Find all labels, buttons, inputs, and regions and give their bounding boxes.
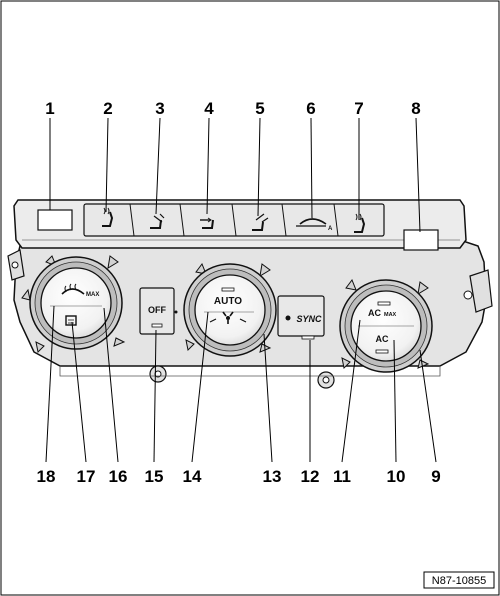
- leader-lines: [45, 117, 437, 463]
- seat-heat-left-icon: [102, 207, 114, 227]
- callout-16: 16: [109, 467, 128, 486]
- callout-17: 17: [77, 467, 96, 486]
- callout-numbers: 1 2 3 4 5 6 7 8 9 10 11 12 13 14 15 16 1…: [37, 99, 441, 486]
- callout-13: 13: [263, 467, 282, 486]
- defrost-max-label: MAX: [86, 292, 99, 298]
- reference-tag: N87-10855: [423, 571, 495, 589]
- air-to-windshield-icon: [252, 213, 269, 231]
- callout-12: 12: [301, 467, 320, 486]
- ac-label: AC: [376, 334, 389, 344]
- callout-11: 11: [333, 467, 351, 486]
- top-button-strip: A: [13, 199, 467, 251]
- callout-1: 1: [45, 99, 54, 118]
- callout-10: 10: [387, 467, 406, 486]
- seat-heating-right-display: [403, 229, 439, 251]
- seat-heating-left-display: [37, 209, 73, 231]
- ac-max-label: AC: [368, 308, 381, 318]
- right-temperature-knob: AC MAX AC: [339, 278, 433, 373]
- seat-heat-right-icon: [354, 213, 366, 233]
- callout-4: 4: [204, 99, 214, 118]
- callout-2: 2: [103, 99, 112, 118]
- sync-indicator-led: [301, 335, 315, 340]
- auto-label: AUTO: [214, 296, 242, 307]
- rear-defrost-icon: [65, 315, 77, 326]
- center-button-row: [83, 203, 385, 237]
- callout-3: 3: [155, 99, 164, 118]
- off-indicator-led: [151, 323, 163, 328]
- callout-15: 15: [145, 467, 164, 486]
- reference-number: N87-10855: [432, 575, 486, 587]
- callout-9: 9: [431, 467, 440, 486]
- air-to-body-icon: [200, 217, 214, 229]
- recirculation-icon: A: [296, 218, 333, 232]
- callout-7: 7: [354, 99, 363, 118]
- fan-icon: [209, 311, 247, 324]
- callout-14: 14: [183, 467, 202, 486]
- sync-button: SYNC: [277, 295, 325, 340]
- off-button: OFF: [139, 287, 178, 335]
- callout-18: 18: [37, 467, 56, 486]
- svg-text:A: A: [328, 226, 333, 232]
- defrost-icon: [61, 288, 85, 295]
- ac-indicator-led: [375, 349, 389, 354]
- ac-max-sub-label: MAX: [384, 312, 397, 318]
- callout-8: 8: [411, 99, 420, 118]
- left-temperature-knob: MAX: [21, 255, 126, 354]
- callout-6: 6: [306, 99, 315, 118]
- center-fan-knob: AUTO: [183, 262, 277, 357]
- callout-5: 5: [255, 99, 264, 118]
- auto-indicator-led: [221, 287, 235, 292]
- sync-label: SYNC: [296, 314, 322, 324]
- off-label: OFF: [148, 305, 166, 315]
- sync-indicator-icon: [285, 315, 291, 321]
- ac-max-indicator-led: [377, 301, 391, 306]
- air-to-feet-icon: [150, 213, 165, 229]
